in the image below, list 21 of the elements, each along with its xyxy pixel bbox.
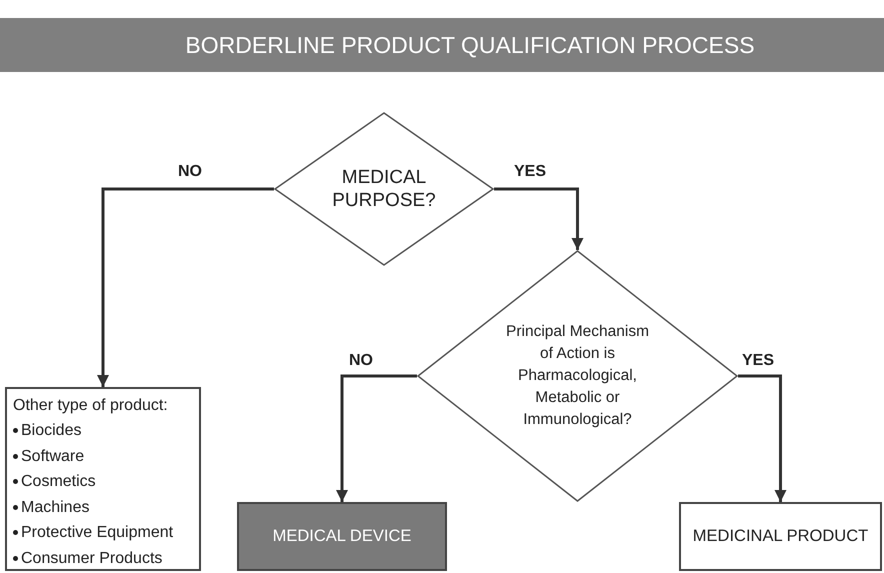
question-text: Principal Mechanism of Action is Pharmacological, Metabolic or Immunological? <box>505 322 650 430</box>
list-box <box>5 387 201 571</box>
connector-arrow <box>97 188 274 387</box>
list-item: Cosmetics <box>21 472 96 492</box>
outcome-text: MEDICINAL PRODUCT <box>692 527 868 546</box>
list-item: Software <box>21 446 84 466</box>
decision-diamond <box>417 250 738 502</box>
question-text: MEDICAL PURPOSE? <box>331 166 437 212</box>
outcome-box <box>237 502 447 571</box>
list-heading: Other type of product: <box>13 396 169 416</box>
connector-arrow <box>738 374 786 502</box>
list-item: Machines <box>21 498 90 518</box>
outcome-box <box>679 502 882 571</box>
list-item: Biocides <box>21 421 82 441</box>
decision-diamond <box>274 112 494 266</box>
title-text: BORDERLINE PRODUCT QUALIFICATION PROCESS <box>184 32 755 58</box>
list-item: Protective Equipment <box>21 523 174 543</box>
list-item: Consumer Products <box>21 548 162 568</box>
outcome-text: MEDICAL DEVICE <box>272 527 412 546</box>
connector-arrow <box>494 188 584 250</box>
connector-arrow <box>336 374 417 502</box>
